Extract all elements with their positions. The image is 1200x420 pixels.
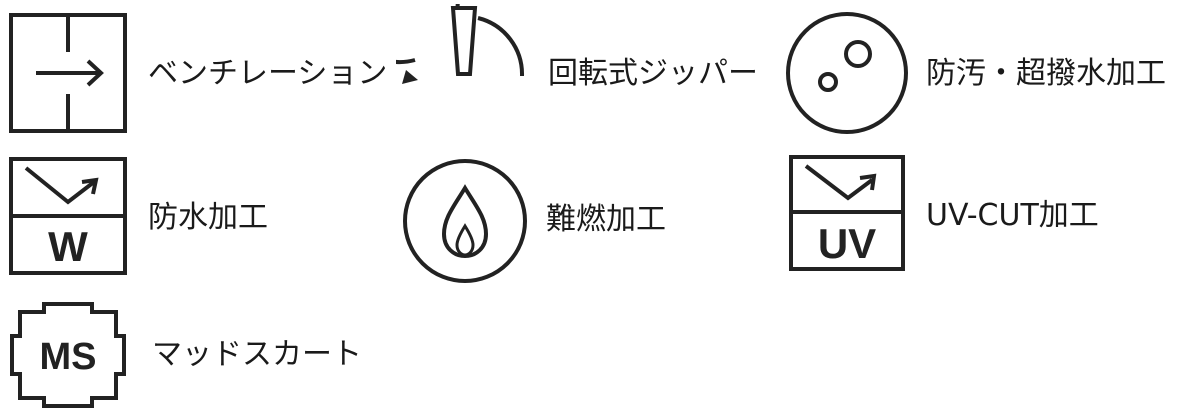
- rotating-zipper-icon: [396, 4, 525, 84]
- uv-cut-icon: UV: [789, 155, 905, 271]
- label-mud-skirt: マッドスカート: [152, 337, 362, 372]
- stain-repellent-icon: [786, 12, 908, 134]
- label-waterproof: 防水加工: [148, 200, 268, 235]
- label-flame-retardant: 難燃加工: [546, 202, 666, 237]
- mud-skirt-icon-text: MS: [40, 336, 97, 378]
- ventilation-icon: [9, 13, 127, 133]
- waterproof-icon-text: W: [48, 223, 88, 270]
- mud-skirt-icon: MS: [10, 302, 126, 408]
- flame-icon: [403, 159, 527, 283]
- waterproof-icon: W: [9, 157, 127, 275]
- label-uv-cut: UV-CUT加工: [926, 198, 1099, 233]
- label-stain-repellent: 防汚・超撥水加工: [926, 56, 1166, 91]
- label-ventilation: ベンチレーション: [148, 56, 388, 91]
- label-rotating-zipper: 回転式ジッパー: [548, 56, 758, 91]
- uv-cut-icon-text: UV: [818, 220, 876, 267]
